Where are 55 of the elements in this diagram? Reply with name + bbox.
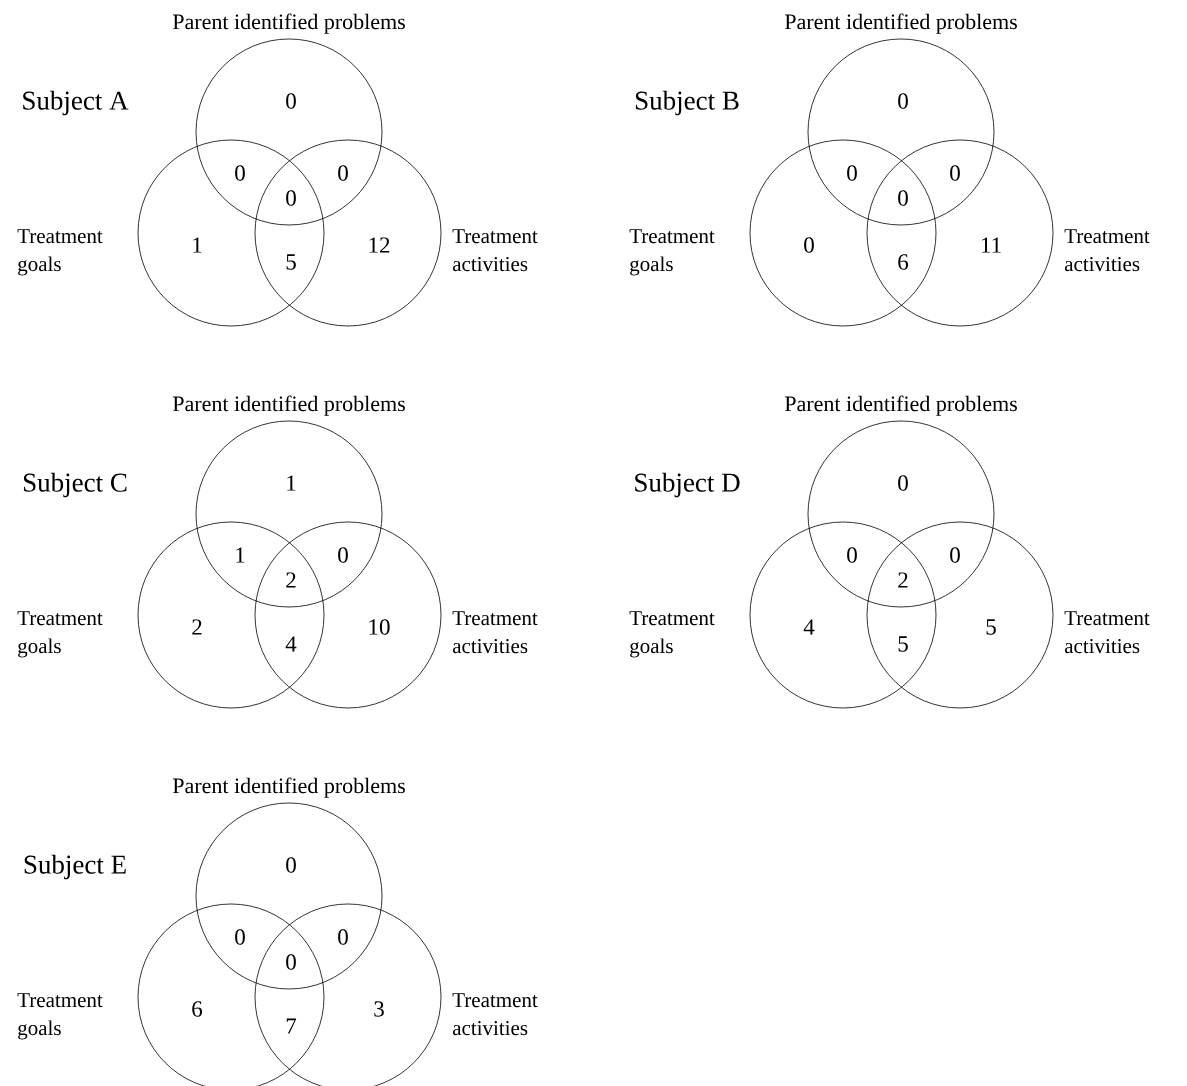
count: 2 [286,572,296,588]
count: 2 [898,572,908,588]
node-label: Treatment activities [452,611,538,654]
count: 0 [950,165,960,181]
node-label: Treatment goals [17,229,103,276]
subject-label: Subject D [635,472,740,498]
subject-label: Subject A [23,90,129,116]
count: 2 [192,619,202,635]
subject-label: Subject C [23,472,127,498]
node-label: Treatment goals [629,611,715,658]
subject-label: Subject B [635,90,739,116]
count: 0 [338,547,348,563]
node-label: Parent identified problems [172,13,405,34]
count: 0 [898,93,908,109]
count: 0 [898,190,908,206]
count: 1 [287,475,296,491]
count: 7 [286,1018,297,1034]
count: 0 [950,547,960,563]
node-label: Parent identified problems [172,777,405,798]
count: 5 [898,636,908,652]
count: 0 [898,475,908,491]
count: 1 [193,237,202,253]
count: 11 [981,237,1001,253]
count: 1 [236,547,245,563]
count: 6 [192,1001,203,1017]
count: 0 [235,165,245,181]
node-label: Treatment activities [452,993,538,1036]
count: 0 [286,857,296,873]
count: 4 [285,636,297,652]
node-label: Parent identified problems [784,395,1017,416]
count: 0 [847,547,857,563]
count: 0 [286,190,296,206]
node-label: Parent identified problems [784,13,1017,34]
count: 10 [369,619,390,635]
node-label: Treatment activities [1064,611,1150,654]
count: 5 [286,254,296,270]
count: 0 [338,165,348,181]
count: 0 [804,237,814,253]
subject-label: Subject E [24,854,126,880]
node-label: Treatment goals [629,229,715,276]
count: 0 [847,165,857,181]
node-label: Treatment activities [1064,229,1150,272]
count: 0 [286,93,296,109]
count: 0 [338,929,348,945]
count: 5 [986,619,996,635]
count: 0 [286,954,296,970]
count: 3 [374,1001,384,1017]
node-label: Treatment activities [452,229,538,272]
node-label: Treatment goals [17,993,103,1040]
count: 4 [803,619,815,635]
node-label: Treatment goals [17,611,103,658]
node-label: Parent identified problems [172,395,405,416]
count: 12 [369,237,390,253]
count: 0 [235,929,245,945]
count: 6 [898,254,909,270]
